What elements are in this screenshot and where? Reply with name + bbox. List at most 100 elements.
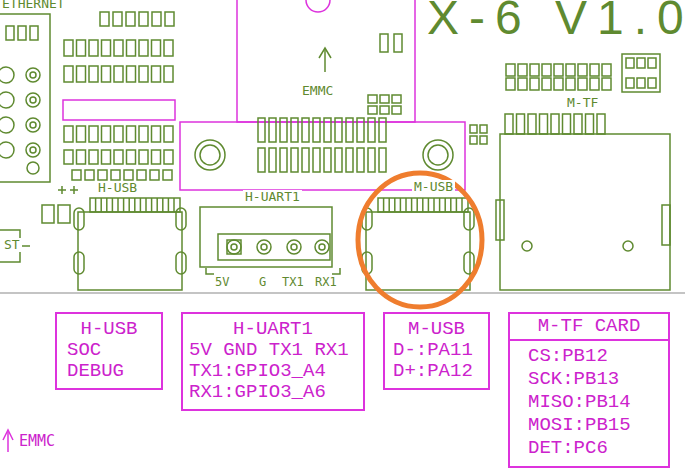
ethernet-hole [0, 142, 14, 158]
pad [126, 12, 135, 26]
pad [89, 66, 98, 82]
pin-mapping: D-:PA11 [385, 340, 488, 361]
pad [578, 64, 587, 76]
pad [324, 148, 331, 172]
connector-name: ETHERNET [0, 0, 67, 11]
pad [380, 106, 389, 114]
usb-pin [173, 198, 175, 212]
emmc-outline [237, 0, 415, 122]
pad [368, 106, 377, 114]
usb-pin [140, 198, 142, 212]
box-heading: H-USB [57, 314, 161, 340]
pin-mapping: SOC DEBUG [57, 340, 145, 382]
arrow-shaft [324, 50, 326, 72]
pad [42, 205, 54, 223]
pad [530, 78, 539, 90]
tf-card-tab [662, 205, 670, 245]
pad [124, 170, 133, 180]
tf-card-outline [500, 134, 670, 290]
pad [394, 34, 402, 52]
pad [6, 26, 14, 40]
pad [102, 126, 111, 142]
pad [597, 114, 605, 134]
ethernet-hole-inner [30, 147, 36, 153]
header-pad [315, 240, 329, 254]
pad [127, 126, 136, 142]
part-name: H-UART1 [243, 190, 302, 204]
ethernet-hole-inner [30, 72, 36, 78]
pin-name: TX1 [280, 276, 306, 289]
header-drill [319, 244, 325, 250]
pad [77, 40, 86, 56]
tf-card-hole [522, 241, 532, 251]
pad [586, 114, 594, 134]
pad [626, 78, 634, 88]
pad [77, 150, 86, 164]
usb-pin [388, 198, 390, 212]
pad [137, 170, 146, 180]
usb-pin [422, 198, 424, 212]
pad [85, 170, 94, 180]
pad [506, 78, 515, 90]
pad [480, 125, 487, 133]
pad [505, 114, 513, 134]
pad [77, 66, 86, 82]
usb-body [366, 212, 470, 290]
tf-card-hole [623, 241, 633, 251]
pad [98, 170, 107, 180]
pad [114, 40, 123, 56]
pad [164, 40, 173, 56]
pad [648, 58, 656, 68]
pad [554, 78, 563, 90]
usb-pin [145, 198, 147, 212]
pad [64, 126, 73, 142]
pad [139, 66, 148, 82]
ethernet-hole-inner [30, 122, 36, 128]
chip-outline [63, 100, 175, 120]
header-pad [287, 240, 301, 254]
pad [152, 126, 161, 142]
pad [368, 148, 375, 172]
pad [89, 126, 98, 142]
header-drill [231, 244, 237, 250]
pad [368, 95, 377, 103]
part-name: H-USB [96, 181, 139, 195]
usb-pin [112, 198, 114, 212]
pad [164, 126, 173, 142]
ethernet-hole [26, 68, 40, 82]
usb-pin [168, 198, 170, 212]
pad [637, 58, 645, 68]
pin-name: RX1 [313, 276, 339, 289]
usb-pin [400, 198, 402, 212]
pad [102, 40, 111, 56]
header-drill [291, 244, 297, 250]
usb-shell-pad [176, 208, 186, 230]
pad [102, 66, 111, 82]
pad [313, 118, 320, 142]
ethernet-hole-inner [30, 97, 36, 103]
pad [392, 106, 401, 114]
part-name: M-USB [412, 180, 455, 194]
pad [139, 12, 148, 26]
arrow-shaft [7, 432, 9, 452]
box-heading: M-USB [385, 314, 488, 340]
pad [590, 78, 599, 90]
usb-pin [439, 198, 441, 212]
pad [517, 114, 525, 134]
pad [114, 150, 123, 164]
pad [480, 136, 487, 144]
pad [506, 64, 515, 76]
pin-mapping: TX1:GPIO3_A4 [183, 361, 363, 382]
pad [379, 118, 386, 142]
switch-outline [0, 230, 30, 262]
part-name: M-TF [565, 96, 600, 110]
usb-body [78, 212, 182, 290]
mount-hole-inner [428, 145, 448, 165]
pad [64, 40, 73, 56]
usb-pin [162, 198, 164, 212]
pad [269, 148, 276, 172]
pad [113, 12, 122, 26]
pad [578, 78, 587, 90]
usb-shell-pad [176, 252, 186, 274]
header-pad-square [227, 240, 241, 254]
